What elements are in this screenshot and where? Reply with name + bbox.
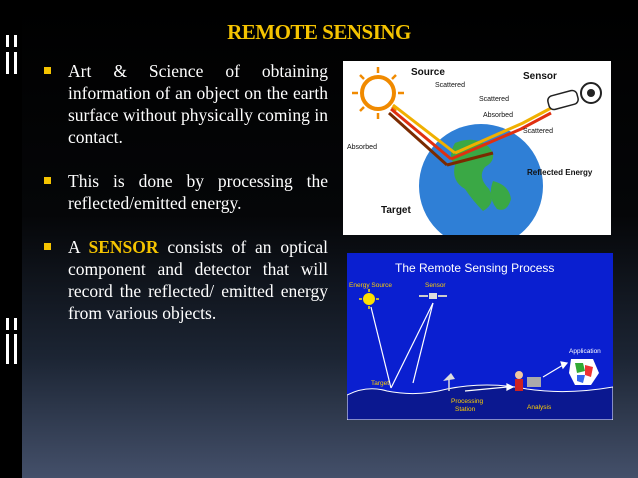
bullet-suffix: consists of an optical component and det… <box>68 237 328 323</box>
decor-line <box>6 318 9 330</box>
bullet-item: This is done by processing the reflected… <box>42 170 328 214</box>
bullet-list: Art & Science of obtaining information o… <box>42 60 328 346</box>
bullet-item: A SENSOR consists of an optical componen… <box>42 236 328 324</box>
target-label: Target <box>381 205 411 216</box>
decor-line <box>14 52 17 74</box>
sun-icon <box>352 67 404 119</box>
bullet-text: This is done by processing the reflected… <box>68 171 328 213</box>
satellite-icon <box>547 82 602 111</box>
decor-line <box>14 318 17 330</box>
process-figure-title: The Remote Sensing Process <box>395 261 554 275</box>
analysis-label: Analysis <box>527 404 552 411</box>
bullet-text: Art & Science of obtaining information o… <box>68 61 328 147</box>
slide-title: REMOTE SENSING <box>227 20 411 44</box>
sun-icon <box>359 289 379 309</box>
remote-sensing-figure: Source Scattered Sensor Scattered Absorb… <box>343 61 611 248</box>
left-accent-bar <box>0 0 22 478</box>
bullet-prefix: A <box>68 237 89 257</box>
sensor-label: Sensor <box>523 71 557 82</box>
scattered-label: Scattered <box>435 82 465 89</box>
decor-line <box>6 52 9 74</box>
ground-terrain <box>346 384 614 421</box>
absorbed-label: Absorbed <box>347 144 377 151</box>
remote-sensing-process-figure: The Remote Sensing Process Energy Source… <box>346 253 614 421</box>
decor-line <box>6 334 9 364</box>
sensor-highlight: SENSOR <box>88 237 159 257</box>
scattered-label: Scattered <box>479 96 509 103</box>
station-label: Station <box>455 406 476 413</box>
target-label: Target <box>371 380 389 387</box>
scattered-label: Scattered <box>523 128 553 135</box>
bullet-item: Art & Science of obtaining information o… <box>42 60 328 148</box>
continent-shape <box>451 139 494 211</box>
decor-line <box>14 334 17 364</box>
processing-label: Processing <box>451 398 484 405</box>
continent-shape <box>490 181 511 210</box>
energy-source-label: Energy Source <box>349 282 392 289</box>
satellite-icon <box>419 293 447 299</box>
decor-line <box>14 35 17 47</box>
source-label: Source <box>411 67 445 78</box>
reflected-energy-label: Reflected Energy <box>527 168 593 177</box>
application-map-icon <box>569 359 599 385</box>
application-label: Application <box>569 348 601 355</box>
processing-station-icon <box>443 373 455 391</box>
decor-line <box>6 35 9 47</box>
absorbed-label: Absorbed <box>483 112 513 119</box>
sensor-label: Sensor <box>425 282 446 289</box>
analysis-icon <box>515 371 541 391</box>
